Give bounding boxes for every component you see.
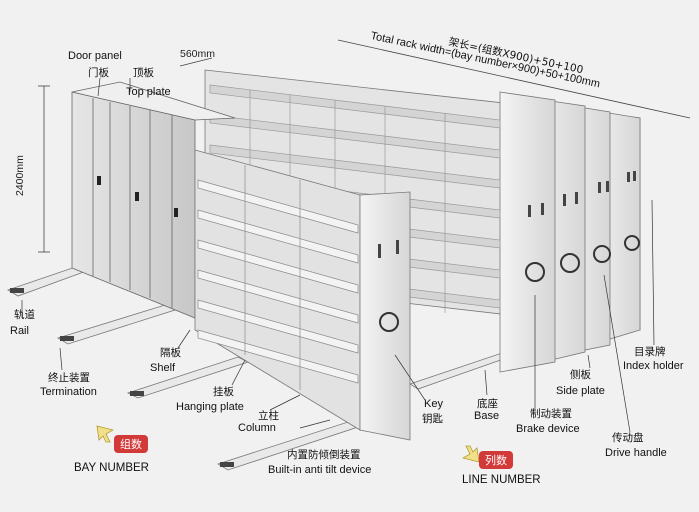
line-arrow-icon xyxy=(462,445,480,463)
key-label-en: Key xyxy=(424,398,443,410)
top-plate-label-zh: 顶板 xyxy=(133,67,154,79)
leader-lines xyxy=(21,77,655,433)
side-plate-label-zh: 侧板 xyxy=(570,369,591,381)
column-label-en: Column xyxy=(238,422,276,434)
rail-label-zh: 轨道 xyxy=(14,309,35,321)
side-plate-label-en: Side plate xyxy=(556,385,605,397)
termination-label-en: Termination xyxy=(40,386,97,398)
line-number-tag: 列数 xyxy=(479,451,513,469)
bay-number-tag: 组数 xyxy=(114,435,148,453)
depth-dimension: 560mm xyxy=(180,48,216,60)
line-number-label: LINE NUMBER xyxy=(462,474,541,486)
bay-arrow-icon xyxy=(96,425,114,443)
door-handles xyxy=(97,176,178,217)
rail-end-stops xyxy=(10,288,234,467)
base-label-zh: 底座 xyxy=(477,398,498,410)
shelf-label-en: Shelf xyxy=(150,362,176,374)
brake-label-en: Brake device xyxy=(516,423,580,435)
index-holder-label-zh: 目录牌 xyxy=(634,346,666,358)
hanging-plate-label-zh: 挂板 xyxy=(213,386,234,398)
drive-wheels xyxy=(379,235,640,332)
rail-label-en: Rail xyxy=(10,325,29,337)
anti-tilt-label-zh: 内置防倾倒装置 xyxy=(287,449,361,461)
door-cabinet xyxy=(71,81,236,319)
anti-tilt-label-en: Built-in anti tilt device xyxy=(268,464,372,476)
top-plate-label-en: Top plate xyxy=(126,86,171,98)
index-holder-label-en: Index holder xyxy=(623,360,684,372)
door-panel-label-zh: 门板 xyxy=(88,67,109,79)
door-panel-label-en: Door panel xyxy=(68,50,122,62)
height-dimension: 2400mm xyxy=(14,155,26,196)
base-label-en: Base xyxy=(474,410,500,422)
front-shelves xyxy=(197,165,359,390)
drive-handle-label-en: Drive handle xyxy=(605,447,667,459)
drive-handle-label-zh: 传动盘 xyxy=(612,432,644,444)
hanging-plate-label-en: Hanging plate xyxy=(176,401,244,413)
brake-label-zh: 制动装置 xyxy=(530,408,572,420)
column-label-zh: 立柱 xyxy=(258,410,279,422)
shelf-label-zh: 隔板 xyxy=(160,347,181,359)
dimension-lines xyxy=(38,39,691,253)
bay-number-label: BAY NUMBER xyxy=(74,462,149,474)
termination-label-zh: 终止装置 xyxy=(48,372,90,384)
index-holders xyxy=(378,171,636,258)
key-label-zh: 钥匙 xyxy=(422,413,443,425)
